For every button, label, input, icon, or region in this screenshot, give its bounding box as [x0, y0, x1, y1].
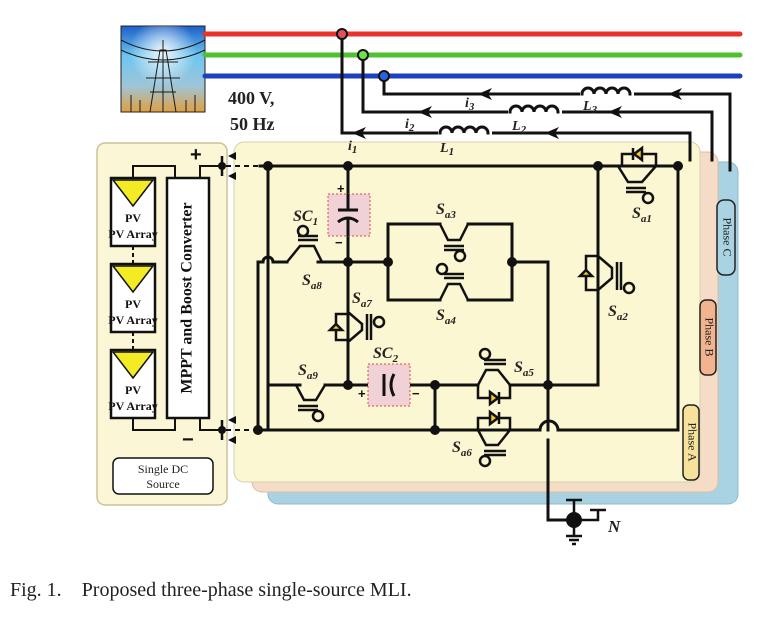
- svg-text:+: +: [358, 386, 366, 401]
- capacitor-sc1-label: SC1: [293, 208, 318, 228]
- switch-sa7: [326, 304, 386, 350]
- power-transmission-tower-icon: [120, 25, 206, 113]
- svg-text:PV: PV: [125, 297, 141, 311]
- mppt-boost-converter: MPPT and Boost Converter: [165, 176, 211, 420]
- switch-sa4: [435, 262, 470, 301]
- current-i3-label: i3: [465, 96, 475, 113]
- grid-voltage-label: 400 V,: [228, 88, 274, 108]
- pv-array-1: PV PV Array: [108, 176, 158, 248]
- switch-sa3: [438, 223, 470, 263]
- switch-sa3-label: Sa3: [436, 201, 456, 221]
- svg-text:+: +: [337, 181, 345, 196]
- figure-caption: Fig. 1. Proposed three-phase single-sour…: [10, 579, 412, 602]
- phase-a-tab: Phase A: [682, 404, 700, 481]
- switch-sa9-label: Sa9: [298, 362, 318, 382]
- switch-sa1: [616, 145, 658, 205]
- current-i1-label: i1: [348, 139, 357, 156]
- dc-minus-sign: −: [182, 429, 194, 451]
- inductor-l2-label: L2: [511, 119, 527, 136]
- dc-plus-sign: +: [190, 144, 202, 166]
- phase-a-tap: [336, 28, 348, 40]
- switch-sa6: [435, 409, 512, 468]
- svg-text:Single DC: Single DC: [138, 462, 188, 476]
- svg-text:PV Array: PV Array: [108, 399, 157, 413]
- phase-c-tab: Phase C: [716, 199, 736, 276]
- svg-text:Phase B: Phase B: [702, 318, 716, 357]
- switch-sa4-label: Sa4: [436, 307, 456, 327]
- svg-text:PV Array: PV Array: [108, 227, 157, 241]
- svg-text:−: −: [335, 235, 343, 250]
- switch-sa7-label: Sa7: [352, 290, 372, 310]
- figure-number: Fig. 1.: [10, 579, 62, 601]
- switch-sa5-label: Sa5: [514, 359, 534, 379]
- svg-text:Phase A: Phase A: [685, 423, 699, 462]
- switch-sa9: [294, 384, 327, 423]
- svg-text:PV: PV: [125, 383, 141, 397]
- source-internal-wires: [132, 165, 222, 431]
- svg-text:PV: PV: [125, 211, 141, 225]
- switch-sa1-label: Sa1: [632, 205, 652, 225]
- svg-text:MPPT and Boost Converter: MPPT and Boost Converter: [179, 202, 196, 393]
- inductor-l1-label: L1: [439, 141, 454, 158]
- phase-b-tap: [357, 49, 369, 61]
- capacitor-sc1: + −: [327, 181, 371, 250]
- svg-text:Source: Source: [146, 477, 179, 491]
- figure-caption-text: Proposed three-phase single-source MLI.: [81, 579, 412, 601]
- switch-sa5: [476, 347, 512, 407]
- single-dc-source-label-box: Single DC Source: [112, 457, 214, 495]
- phase-c-tap: [378, 70, 390, 82]
- inductor-l2: [508, 104, 562, 117]
- capacitor-sc2-label: SC2: [373, 345, 399, 365]
- svg-text:Phase C: Phase C: [720, 218, 734, 257]
- svg-text:PV Array: PV Array: [108, 313, 157, 327]
- current-direction-arrows: [352, 88, 682, 139]
- switch-sa2: [576, 252, 636, 295]
- grid-frequency-label: 50 Hz: [230, 114, 275, 134]
- pv-array-3: PV PV Array: [108, 348, 158, 420]
- switch-sa8-label: Sa8: [302, 272, 322, 292]
- inductor-l3-label: L3: [582, 99, 598, 116]
- pv-array-2: PV PV Array: [108, 262, 158, 334]
- switch-sa8: [286, 224, 324, 263]
- phase-a-circuit-wires: [256, 164, 680, 522]
- inductor-l3: [580, 86, 634, 99]
- svg-text:−: −: [412, 386, 420, 401]
- phase-b-tab: Phase B: [699, 299, 717, 376]
- switch-sa6-label: Sa6: [452, 439, 472, 459]
- neutral-ground-symbol: [566, 498, 606, 546]
- switch-sa2-label: Sa2: [608, 303, 628, 323]
- inductor-l1: [438, 125, 492, 138]
- current-i2-label: i2: [405, 117, 415, 134]
- capacitor-sc2: + −: [358, 363, 420, 407]
- neutral-label: N: [607, 517, 621, 536]
- junction-dots: [253, 161, 683, 528]
